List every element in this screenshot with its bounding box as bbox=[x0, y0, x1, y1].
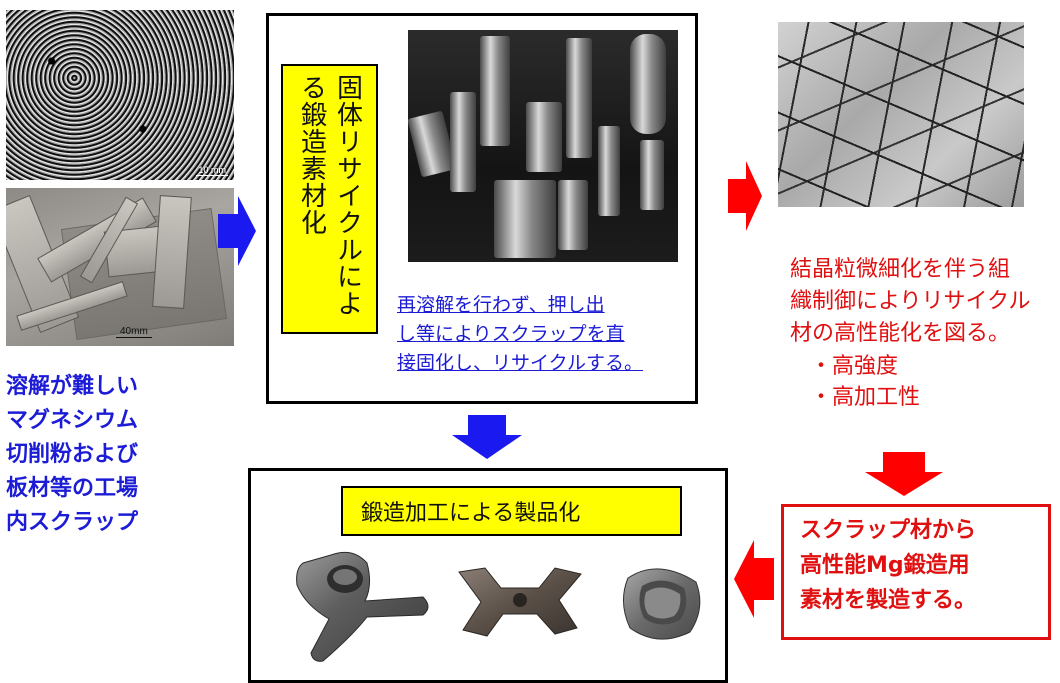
material-production-line: 高性能Mg鍛造用 bbox=[800, 553, 970, 578]
arrow-right-blue-icon bbox=[218, 196, 256, 266]
scrap-description: 溶解が難しい マグネシウム 切削粉および 板材等の工場 内スクラップ bbox=[6, 370, 206, 540]
bullet-item: ・高加工性 bbox=[810, 385, 921, 410]
solid-recycling-description: 再溶解を行わず、押し出 し等によりスクラップを直 接固化し、リサイクルする。 bbox=[397, 291, 697, 378]
solid-recycling-description-line: 接固化し、リサイクルする。 bbox=[397, 352, 644, 374]
scrap-description-line: 切削粉および bbox=[6, 442, 139, 467]
structure-control-description-line: 織制御によりリサイクル bbox=[790, 289, 1031, 314]
material-production-line: 素材を製造する。 bbox=[800, 588, 977, 613]
arrow-left-red-icon bbox=[734, 540, 774, 618]
performance-bullets: ・高強度 ・高加工性 bbox=[810, 351, 920, 413]
material-production-text: スクラップ材から 高性能Mg鍛造用 素材を製造する。 bbox=[800, 513, 1050, 618]
scrap-description-line: 溶解が難しい bbox=[6, 374, 139, 399]
microstructure-photo bbox=[778, 22, 1024, 207]
material-production-box bbox=[781, 504, 1051, 640]
structure-control-description-line: 結晶粒微細化を伴う組 bbox=[790, 257, 1011, 282]
structure-control-description: 結晶粒微細化を伴う組 織制御によりリサイクル 材の高性能化を図る。 bbox=[790, 254, 1050, 350]
chips-scale-bar: 10 mm bbox=[196, 165, 228, 176]
scrap-description-line: 内スクラップ bbox=[6, 510, 139, 535]
material-production-line: スクラップ材から bbox=[800, 518, 977, 543]
forging-label: 鍛造加工による製品化 bbox=[341, 486, 682, 536]
arrow-down-blue-icon bbox=[452, 415, 522, 459]
arrow-down-red-icon bbox=[865, 452, 943, 496]
extruded-profiles-photo bbox=[408, 30, 678, 262]
forged-part-ring bbox=[623, 568, 701, 640]
structure-control-description-line: 材の高性能化を図る。 bbox=[790, 321, 1011, 346]
forged-part-cross bbox=[458, 567, 582, 637]
bullet-item: ・高強度 bbox=[810, 354, 899, 379]
scrap-description-line: 板材等の工場 bbox=[6, 476, 139, 501]
scrap-sheets-photo: 40mm bbox=[6, 188, 234, 346]
forged-part-rocker bbox=[296, 551, 429, 662]
solid-recycling-description-line: し等によりスクラップを直 bbox=[397, 323, 625, 345]
solid-recycling-description-line: 再溶解を行わず、押し出 bbox=[397, 294, 605, 316]
sheets-scale-bar: 40mm bbox=[116, 326, 152, 338]
scrap-chips-photo: 10 mm bbox=[6, 10, 234, 180]
solid-recycling-label: 固体リサイクルによる鍛造素材化 bbox=[281, 64, 378, 334]
scrap-description-line: マグネシウム bbox=[6, 408, 139, 433]
arrow-right-red-icon bbox=[728, 161, 762, 231]
solid-recycling-label-text: 固体リサイクルによる鍛造素材化 bbox=[296, 74, 363, 317]
